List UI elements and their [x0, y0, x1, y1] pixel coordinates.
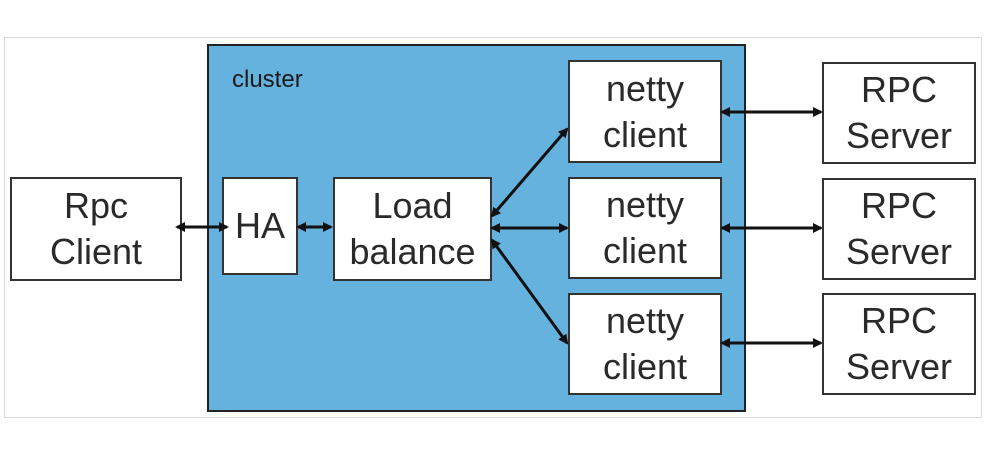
netty-client-line2: client	[602, 113, 688, 155]
rpc-server-line1: RPC	[860, 185, 937, 226]
rpc-server-line2: Server	[845, 115, 953, 156]
rpc-server-line2: Server	[845, 231, 953, 272]
netty-client-line2: client	[602, 346, 688, 387]
rpc-client-line2: Client	[49, 231, 143, 272]
netty-client-box: netty client	[568, 177, 722, 279]
netty-client-line1: netty	[605, 300, 685, 341]
rpc-server-box: RPC Server	[822, 178, 976, 280]
netty-client-line1: netty	[605, 67, 685, 109]
ha-label: HA	[234, 205, 285, 246]
load-balance-line2: balance	[349, 231, 476, 272]
rpc-server-line1: RPC	[860, 300, 937, 341]
netty-client-line2: client	[602, 230, 688, 271]
load-balance-box: Load balance	[333, 177, 492, 281]
rpc-server-line2: Server	[845, 346, 953, 387]
rpc-client-line1: Rpc	[63, 185, 129, 226]
netty-client-line1: netty	[605, 184, 685, 225]
rpc-client-box: Rpc Client	[10, 177, 182, 281]
netty-client-box: netty client	[568, 60, 722, 163]
rpc-server-box: RPC Server	[822, 293, 976, 395]
rpc-server-box: RPC Server	[822, 62, 976, 164]
ha-box: HA	[222, 177, 298, 275]
rpc-server-line1: RPC	[860, 69, 937, 110]
cluster-label: cluster	[232, 66, 303, 93]
load-balance-line1: Load	[372, 185, 453, 226]
netty-client-box: netty client	[568, 293, 722, 395]
